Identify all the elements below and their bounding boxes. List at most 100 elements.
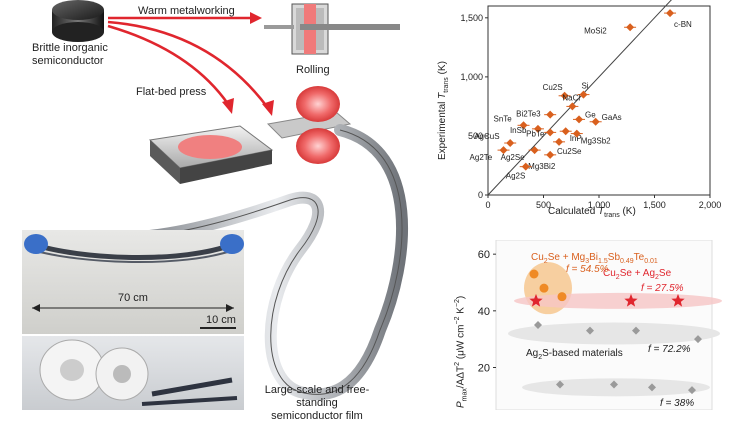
film-rolls-photo xyxy=(22,336,244,410)
process-arrows xyxy=(107,16,270,109)
point-label-Cu2Se: Cu2Se xyxy=(557,147,582,156)
xlabel-sub: trans xyxy=(604,212,620,219)
l1sa: 2 xyxy=(543,258,548,265)
rolling-machine-icon xyxy=(264,3,400,55)
l1d: Sb xyxy=(607,252,621,263)
l1c: Bi xyxy=(589,252,599,263)
film-label-line2: semiconductor film xyxy=(271,410,363,422)
x-tick-label: 1,000 xyxy=(588,200,611,210)
power-y-tick-label: 60 xyxy=(478,249,490,261)
l2sb: 2 xyxy=(655,274,659,281)
l1se: 0.01 xyxy=(644,258,658,265)
point-SnTe xyxy=(519,121,528,130)
ylabel-var: T xyxy=(437,92,448,99)
red-cluster-ellipse xyxy=(514,292,722,309)
scatter-x-axis-label: Calculated Ttrans (K) xyxy=(548,206,636,219)
point-label-Bi2Te3: Bi2Te3 xyxy=(516,110,541,119)
rollers-icon xyxy=(266,86,352,164)
l1b: Se + Mg xyxy=(547,252,586,263)
power-y-axis-label: Pmax/AΔT2 (μW cm−2 K−2) xyxy=(454,296,468,408)
point-label-GaAs: GaAs xyxy=(602,113,622,122)
grey-diamond-point xyxy=(688,386,696,395)
point-label-c-BN: c-BN xyxy=(674,20,692,29)
film-ribbon xyxy=(144,124,408,401)
x-tick-label: 0 xyxy=(485,200,490,210)
point-label-InSb: InSb xyxy=(510,126,527,135)
point-c-BN xyxy=(666,9,675,18)
power-chart-points xyxy=(529,269,702,395)
grey-cluster-ellipse-1 xyxy=(508,322,720,345)
point-label-Ag2Se: Ag2Se xyxy=(501,153,526,162)
point-Ag2Te xyxy=(499,146,508,155)
process-schematic xyxy=(52,0,408,401)
l3b: S-based materials xyxy=(542,348,623,359)
point-Mg3Bi2 xyxy=(546,150,555,159)
power-y-tick-label: 20 xyxy=(478,363,490,375)
grey-diamond-point xyxy=(556,380,564,389)
scatter-y-axis-label: Experimental Ttrans (K) xyxy=(437,61,450,160)
point-Cu2Se xyxy=(555,137,564,146)
point-label-InP: InP xyxy=(570,134,582,143)
point-Ag2S xyxy=(521,162,530,171)
l2b: Se + Ag xyxy=(619,268,656,279)
ylabel-post: (K) xyxy=(437,61,448,78)
brittle-label-line1: Brittle inorganic xyxy=(32,42,108,54)
l3sa: 2 xyxy=(538,354,543,361)
point-label-AgCuS: AgCuS xyxy=(474,132,499,141)
photo-rolls-drawing xyxy=(39,339,238,406)
grey-cluster-ellipse-2 xyxy=(522,378,710,397)
pyd: K xyxy=(455,307,467,317)
grey-diamond-point xyxy=(534,321,542,329)
x-tick-label: 1,500 xyxy=(643,200,666,210)
brittle-semiconductor-label: Brittle inorganic semiconductor xyxy=(32,42,132,68)
flat-bed-press-icon xyxy=(148,125,274,184)
l3a: Ag xyxy=(526,348,539,359)
point-InSb xyxy=(533,124,542,133)
red-star-point xyxy=(529,293,543,307)
photo-length-label: 70 cm xyxy=(118,292,148,304)
xlabel-var: T xyxy=(598,206,605,217)
point-label-Ag2S: Ag2S xyxy=(506,172,526,181)
film-label: Large-scale and free-standing semiconduc… xyxy=(252,384,382,423)
ylabel-sub: trans xyxy=(443,77,450,93)
l1sd: 0.49 xyxy=(620,258,634,265)
point-label-Ag2Te: Ag2Te xyxy=(470,153,493,162)
point-Si xyxy=(579,90,588,99)
x-tick-label: 500 xyxy=(536,200,551,210)
point-label-Mg3Bi2: Mg3Bi2 xyxy=(528,162,556,171)
point-Cu2S xyxy=(560,91,569,100)
l2sa: 2 xyxy=(615,274,620,281)
pyc: (μW cm xyxy=(455,324,467,362)
point-Ge xyxy=(575,115,584,124)
y-tick-label: 1,500 xyxy=(460,13,483,23)
point-Bi2Te3 xyxy=(546,110,555,119)
pysc: −2 xyxy=(454,316,461,325)
y-tick-label: 500 xyxy=(468,131,483,141)
semiconductor-disk xyxy=(52,0,104,42)
photo-film-drawing xyxy=(24,234,244,329)
point-InP xyxy=(561,127,570,136)
rolling-label: Rolling xyxy=(296,64,330,76)
legend-cu2se-ag2se: Cu2Se + Ag2Se xyxy=(603,268,671,281)
l1sc: 1.5 xyxy=(598,258,608,265)
power-y-tick-label: 40 xyxy=(478,306,490,318)
red-star-point xyxy=(624,293,638,307)
power-chart-background: 20 40 60 xyxy=(478,240,722,410)
grey-diamond-point xyxy=(586,326,594,335)
f-annotation-1: f = 54.5% xyxy=(566,264,609,275)
point-NaCl xyxy=(568,102,577,111)
diagonal-line xyxy=(487,0,672,196)
l2a: Cu xyxy=(603,268,616,279)
warm-metalworking-label: Warm metalworking xyxy=(138,5,235,17)
grey-diamond-point xyxy=(694,335,702,344)
point-PbTe xyxy=(546,128,555,137)
ylabel-pre: Experimental xyxy=(437,98,448,160)
power-density-chart: 20 40 60 xyxy=(478,240,722,410)
point-GaAs xyxy=(591,117,600,126)
flat-bed-press-label: Flat-bed press xyxy=(136,86,207,98)
point-AgCuS xyxy=(506,139,515,148)
point-label-MoSi2: MoSi2 xyxy=(584,26,607,35)
